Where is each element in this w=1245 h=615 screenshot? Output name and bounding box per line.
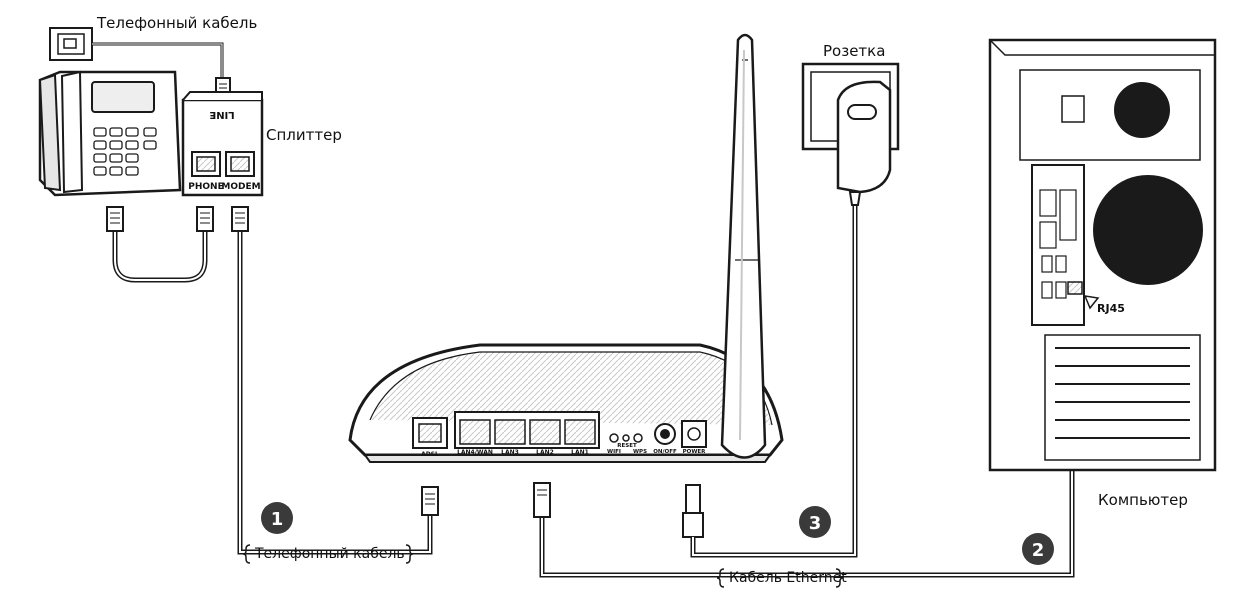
telephone-icon — [38, 70, 182, 197]
svg-text:1: 1 — [271, 509, 284, 530]
svg-text:2: 2 — [1032, 540, 1045, 561]
outlet-label: Розетка — [823, 42, 885, 60]
step-3-badge: 3 — [799, 506, 831, 538]
power-port-label: POWER — [683, 449, 707, 455]
power-adapter-icon — [836, 80, 892, 206]
phone-cable-1 — [231, 206, 439, 555]
step-1-badge: 1 — [261, 502, 293, 534]
onoff-button-label: ON/OFF — [653, 449, 677, 455]
computer-label: Компьютер — [1098, 491, 1188, 509]
phone-cable-bottom-label: Телефонный кабель — [254, 546, 405, 562]
splitter-label: Сплиттер — [266, 126, 342, 144]
splitter-modem-port-label: MODEM — [221, 182, 260, 192]
wps-button-label: WPS — [633, 449, 647, 455]
port-adsl-label: ADSL — [421, 451, 439, 458]
wifi-button-label: WIFI — [607, 449, 621, 455]
ethernet-cable-label: Кабель Ethernet — [729, 570, 847, 586]
adsl-router: ADSL LAN4/WAN LAN3 LAN2 LAN1 WIFI RESET … — [348, 343, 784, 463]
port-lan2-label: LAN2 — [536, 449, 554, 456]
phone-cable-top-label: Телефонный кабель — [96, 14, 257, 32]
rj45-pointer — [1083, 295, 1100, 310]
splitter-device: LINE PHONE MODEM — [181, 91, 264, 197]
svg-text:3: 3 — [809, 513, 822, 534]
rj45-label: RJ45 — [1097, 302, 1125, 315]
wall-phone-jack — [49, 27, 93, 61]
router-antenna-icon — [720, 33, 767, 459]
port-lan3-label: LAN3 — [501, 449, 519, 456]
splitter-line-label: LINE — [209, 109, 234, 120]
splitter-phone-port-label: PHONE — [188, 182, 223, 192]
computer-tower-icon — [988, 38, 1217, 472]
power-cable-3 — [682, 196, 858, 558]
phone-to-splitter-cable — [106, 206, 214, 283]
port-lan4-label: LAN4/WAN — [457, 449, 493, 456]
reset-button-label: RESET — [617, 443, 637, 449]
step-2-badge: 2 — [1022, 533, 1054, 565]
port-lan1-label: LAN1 — [571, 449, 589, 456]
